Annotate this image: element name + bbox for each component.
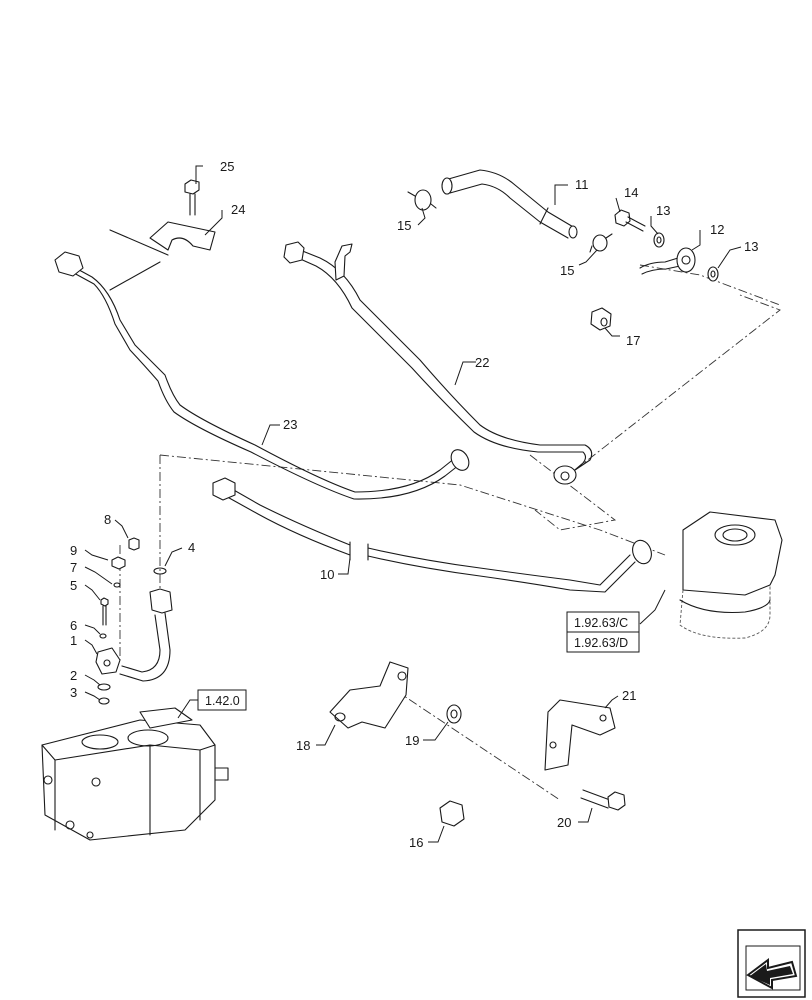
nut-17 <box>590 307 612 331</box>
reference-pump-text: 1.42.0 <box>205 694 240 708</box>
nut-16 <box>439 800 465 827</box>
reference-box-valve-d <box>566 631 640 653</box>
callout-7: 7 <box>70 560 77 575</box>
callout-3: 3 <box>70 685 77 700</box>
callout-11: 11 <box>575 177 589 192</box>
leader-lines <box>84 165 742 843</box>
washer-19 <box>446 704 462 724</box>
callout-2: 2 <box>70 668 77 683</box>
phantom-lines <box>119 264 781 801</box>
clamp-24 <box>109 221 216 291</box>
bolts-small <box>100 537 140 626</box>
callout-23: 23 <box>283 417 297 432</box>
callout-21: 21 <box>622 688 636 703</box>
callout-9: 9 <box>70 543 77 558</box>
fitting-12 <box>639 247 696 275</box>
callout-25: 25 <box>220 159 234 174</box>
hose-clamp-15a <box>407 189 437 211</box>
washer-13b <box>707 266 719 282</box>
hose-11 <box>441 169 578 239</box>
hose-10 <box>212 477 652 593</box>
banjo-bolt-14 <box>614 209 646 232</box>
washer-13a <box>653 232 665 248</box>
callout-19: 19 <box>405 733 419 748</box>
callout-15a: 15 <box>397 218 411 233</box>
reference-valve-c-text: 1.92.63/C <box>574 616 628 630</box>
callout-10: 10 <box>320 567 334 582</box>
callout-13a: 13 <box>656 203 670 218</box>
pipe-23 <box>54 251 470 500</box>
callout-6: 6 <box>70 618 77 633</box>
reference-link-valve-d[interactable]: 1.92.63/D <box>566 631 640 653</box>
callout-12: 12 <box>710 222 724 237</box>
hydraulic-pump <box>41 707 229 841</box>
bolt-20 <box>580 789 626 811</box>
callout-18: 18 <box>296 738 310 753</box>
bolt-25 <box>184 179 200 216</box>
reference-box-pump <box>197 689 247 711</box>
callout-5: 5 <box>70 578 77 593</box>
callout-22: 22 <box>475 355 489 370</box>
callout-15b: 15 <box>560 263 574 278</box>
callout-17: 17 <box>626 333 640 348</box>
control-valve <box>679 511 783 639</box>
bracket-21 <box>544 699 616 771</box>
callout-14: 14 <box>624 185 638 200</box>
previous-page-arrow-icon[interactable] <box>737 929 806 998</box>
washers-small <box>97 567 167 705</box>
hose-clamp-15b <box>589 233 613 253</box>
callout-16: 16 <box>409 835 423 850</box>
pipe-22 <box>283 241 593 485</box>
callout-13b: 13 <box>744 239 758 254</box>
callout-4: 4 <box>188 540 195 555</box>
clamp-bracket-18 <box>329 661 409 729</box>
reference-valve-d-text: 1.92.63/D <box>574 636 628 650</box>
callout-24: 24 <box>231 202 245 217</box>
callout-labels: 1 2 3 4 5 6 7 8 9 10 11 12 13 13 14 15 1… <box>70 159 758 850</box>
elbow-pipe-assembly <box>95 588 173 682</box>
callout-8: 8 <box>104 512 111 527</box>
callout-1: 1 <box>70 633 77 648</box>
callout-20: 20 <box>557 815 571 830</box>
reference-link-pump[interactable]: 1.42.0 <box>197 689 247 711</box>
reference-link-valve-c[interactable]: 1.92.63/C <box>566 611 640 633</box>
